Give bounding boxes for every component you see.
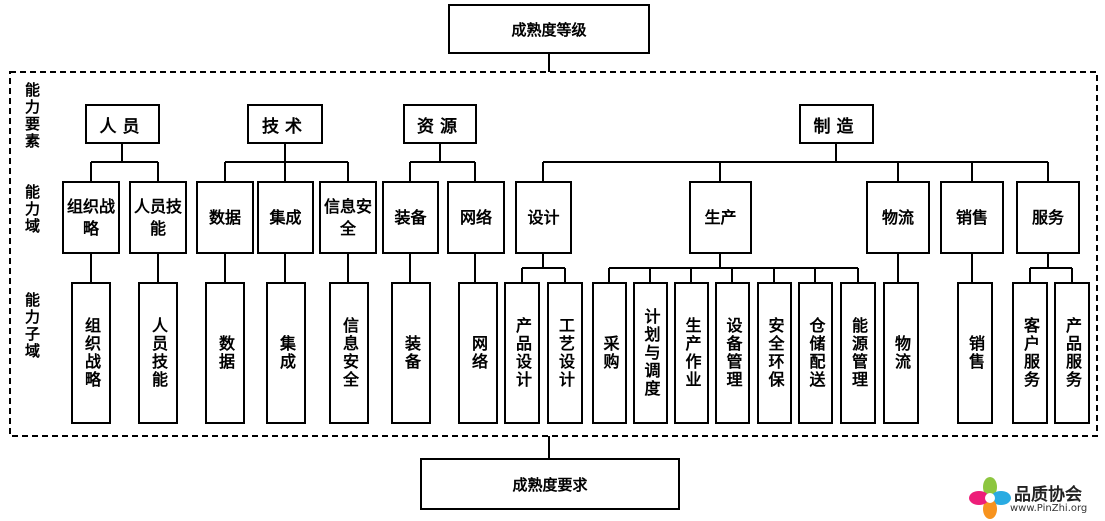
domain-info-security: 信息安全	[319, 181, 377, 254]
domain-org-strategy: 组织战略	[62, 181, 120, 254]
domain-service: 服务	[1016, 181, 1080, 254]
subdomain-operations: 生产作业	[674, 282, 709, 424]
subdomain-personnel-skills: 人员技能	[138, 282, 178, 424]
watermark-name: 品质协会	[1014, 485, 1082, 505]
domain-production: 生产	[689, 181, 752, 254]
category-personnel: 人员	[85, 104, 160, 144]
subdomain-equipment: 装备	[391, 282, 431, 424]
subdomain-logistics: 物流	[883, 282, 919, 424]
subdomain-equipment-mgmt: 设备管理	[715, 282, 750, 424]
subdomain-process-design: 工艺设计	[547, 282, 583, 424]
subdomain-procurement: 采购	[592, 282, 627, 424]
domain-equipment: 装备	[382, 181, 439, 254]
label-capability-domains: 能力域	[23, 184, 41, 235]
domain-design: 设计	[515, 181, 572, 254]
category-technology: 技术	[247, 104, 323, 144]
subdomain-product-service: 产品服务	[1054, 282, 1090, 424]
domain-sales: 销售	[940, 181, 1004, 254]
maturity-level-box: 成熟度等级	[448, 4, 650, 54]
subdomain-product-design: 产品设计	[504, 282, 540, 424]
domain-logistics: 物流	[866, 181, 930, 254]
subdomain-sales: 销售	[957, 282, 993, 424]
subdomain-data: 数据	[205, 282, 245, 424]
domain-data: 数据	[196, 181, 254, 254]
subdomain-org-strategy: 组织战略	[71, 282, 111, 424]
subdomain-integration: 集成	[266, 282, 306, 424]
label-capability-subdomains: 能力子域	[23, 292, 41, 360]
category-resources: 资源	[403, 104, 477, 144]
subdomain-customer-service: 客户服务	[1012, 282, 1048, 424]
flower-logo-icon	[969, 477, 1011, 519]
subdomain-warehouse: 仓储配送	[798, 282, 833, 424]
watermark-url: www.PinZhi.org	[1010, 503, 1088, 514]
watermark-logo: 品质协会 www.PinZhi.org	[968, 476, 1105, 521]
label-capability-elements: 能力要素	[23, 82, 41, 150]
subdomain-info-security: 信息安全	[329, 282, 369, 424]
domain-personnel-skills: 人员技能	[129, 181, 187, 254]
subdomain-energy-mgmt: 能源管理	[840, 282, 876, 424]
maturity-requirement-box: 成熟度要求	[420, 458, 680, 510]
subdomain-planning: 计划与调度	[633, 282, 668, 424]
subdomain-network: 网络	[458, 282, 498, 424]
subdomain-safety-env: 安全环保	[757, 282, 792, 424]
domain-network: 网络	[447, 181, 505, 254]
dashed-frame	[9, 71, 1098, 437]
category-manufacturing: 制造	[799, 104, 874, 144]
domain-integration: 集成	[257, 181, 314, 254]
